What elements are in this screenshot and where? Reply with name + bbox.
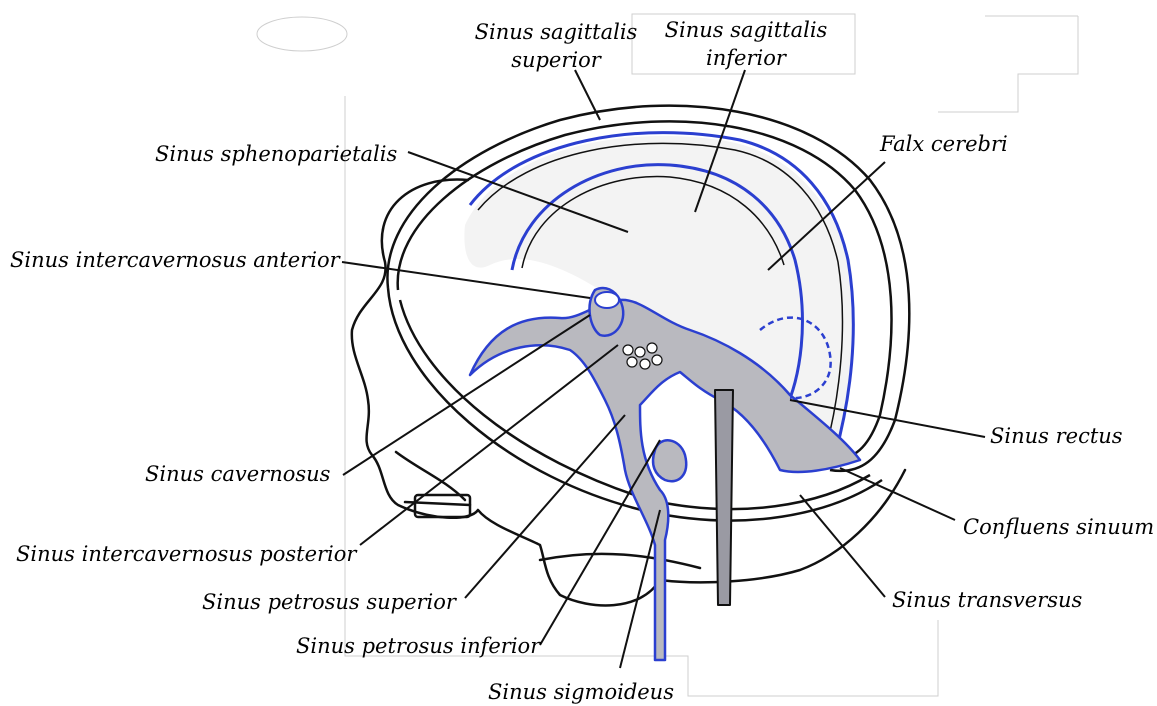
label-sinus-petrosus-inferior: Sinus petrosus inferior [296, 634, 540, 658]
label-sinus-cavernosus: Sinus cavernosus [145, 462, 330, 486]
label-sinus-sphenoparietalis: Sinus sphenoparietalis [155, 142, 397, 166]
label-sinus-intercavernosus-posterior: Sinus intercavernosus posterior [16, 542, 356, 566]
label-sag-inf-line1: Sinus sagittalis [660, 18, 832, 42]
label-sinus-rectus: Sinus rectus [990, 424, 1123, 448]
label-sinus-sigmoideus: Sinus sigmoideus [488, 680, 674, 704]
label-sag-sup-line2: superior [470, 48, 642, 72]
label-falx-cerebri: Falx cerebri [880, 132, 1008, 156]
label-confluens-sinuum: Confluens sinuum [963, 515, 1154, 539]
label-sinus-intercavernosus-anterior: Sinus intercavernosus anterior [10, 248, 340, 272]
label-sag-sup-line1: Sinus sagittalis [470, 20, 642, 44]
label-sinus-transversus: Sinus transversus [892, 588, 1082, 612]
label-sag-inf-line2: inferior [660, 46, 832, 70]
label-sinus-petrosus-superior: Sinus petrosus superior [202, 590, 456, 614]
